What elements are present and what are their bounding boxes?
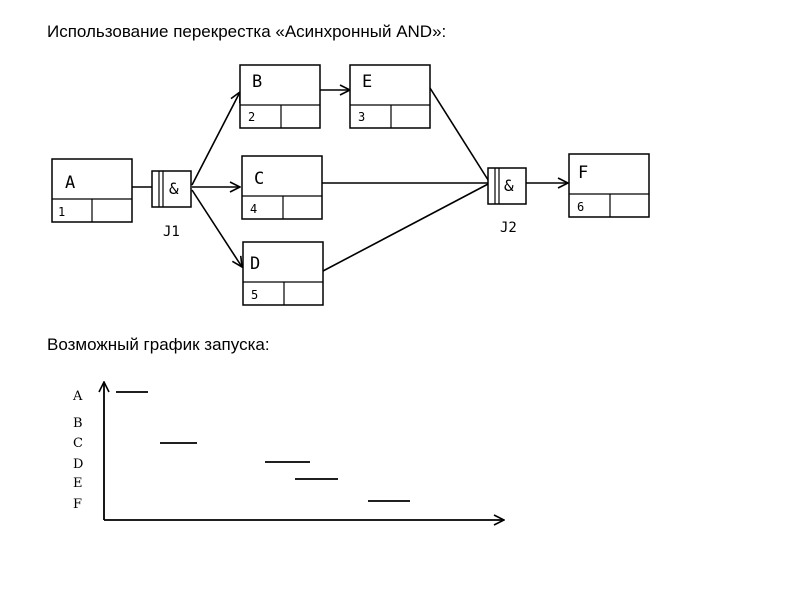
box-e: E 3 xyxy=(349,64,431,129)
junction-j2: & J2 xyxy=(487,167,527,236)
box-d: D 5 xyxy=(242,241,324,306)
junction-j1-label: J1 xyxy=(163,224,180,240)
line-d-j2 xyxy=(322,182,491,272)
arrow-j1-d xyxy=(191,189,242,267)
schedule-row-c: C xyxy=(73,436,83,451)
box-e-label: E xyxy=(362,72,372,92)
arrow-j1-b xyxy=(191,92,240,186)
schedule-row-b: B xyxy=(73,416,83,431)
box-f-label: F xyxy=(578,163,588,183)
box-d-number: 5 xyxy=(251,288,258,302)
box-c-label: C xyxy=(254,169,264,189)
diagram-heading: Использование перекрестка «Асинхронный A… xyxy=(47,22,447,41)
box-a: A 1 xyxy=(51,158,133,223)
box-f-number: 6 xyxy=(577,200,584,214)
junction-j2-label: J2 xyxy=(500,220,517,236)
schedule-row-a: A xyxy=(72,389,83,404)
box-a-label: A xyxy=(65,173,75,193)
junction-j1-symbol: & xyxy=(169,179,179,198)
box-c: C 4 xyxy=(241,155,323,220)
schedule-row-f: F xyxy=(73,497,82,512)
box-d-label: D xyxy=(250,254,260,274)
box-e-number: 3 xyxy=(358,110,365,124)
junction-j1: & J1 xyxy=(151,170,192,240)
junction-j2-symbol: & xyxy=(504,176,514,195)
box-b: B 2 xyxy=(239,64,321,129)
box-c-number: 4 xyxy=(250,202,257,216)
line-e-j2 xyxy=(429,87,491,184)
schedule-chart: A B C D E F xyxy=(72,382,504,520)
box-a-number: 1 xyxy=(58,205,65,219)
box-f: F 6 xyxy=(568,153,650,218)
box-b-number: 2 xyxy=(248,110,255,124)
schedule-row-d: D xyxy=(73,457,83,472)
schedule-heading: Возможный график запуска: xyxy=(47,335,270,354)
box-b-label: B xyxy=(252,72,262,92)
connectors xyxy=(132,87,568,272)
schedule-row-e: E xyxy=(73,476,83,491)
